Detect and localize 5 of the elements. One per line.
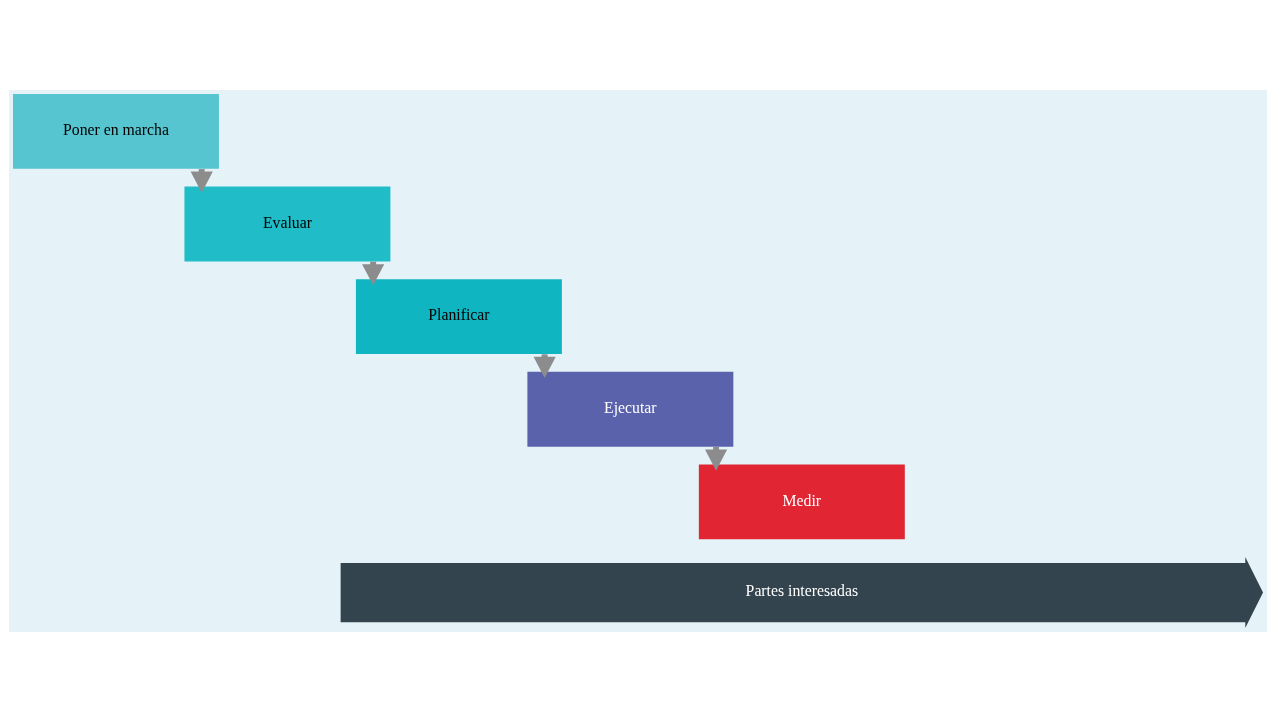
node-box: Evaluar bbox=[184, 186, 391, 262]
node-box: Poner en marcha bbox=[13, 93, 219, 169]
node-box: Ejecutar bbox=[527, 371, 734, 447]
node-box: Planificar bbox=[355, 279, 562, 355]
node-box: Medir bbox=[698, 464, 905, 540]
